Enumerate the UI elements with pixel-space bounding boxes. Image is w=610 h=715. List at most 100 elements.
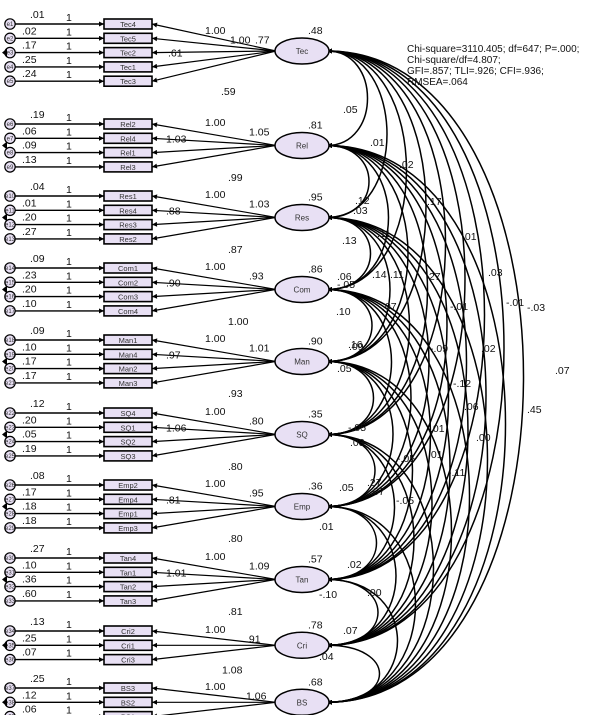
error-term-e10 — [4, 190, 16, 202]
error-term-e25 — [4, 450, 16, 462]
indicator-label: BS3 — [121, 684, 135, 693]
loading-path — [151, 505, 277, 530]
covariance-arc — [326, 642, 381, 705]
covariance-label: .11 — [377, 228, 391, 240]
error-term-label: e16 — [5, 295, 16, 301]
loading-path — [151, 216, 277, 241]
fixed-path-label: 1 — [66, 516, 72, 528]
error-term-label: e34 — [5, 629, 16, 635]
covariance-label: .06 — [464, 401, 479, 413]
loading-path — [151, 36, 277, 52]
loading-path — [151, 686, 277, 703]
loading-path — [151, 338, 277, 363]
latent-tan — [274, 565, 330, 594]
covariance-label: .17 — [427, 196, 442, 208]
covariance-label: .13 — [342, 235, 357, 247]
loading-label: .99 — [228, 172, 243, 184]
latent-variance-label: .35 — [308, 408, 323, 420]
fixed-path-label: 1 — [66, 26, 72, 38]
loading-label: 1.00 — [230, 34, 251, 46]
covariance-label: .07 — [555, 365, 570, 377]
error-variance-label: .13 — [22, 154, 37, 166]
covariance-label: .01 — [428, 449, 443, 461]
fixed-path-label: 1 — [66, 141, 72, 153]
indicator-label: Tan3 — [120, 597, 136, 606]
loading-label: 1.00 — [205, 261, 226, 273]
error-term-e32 — [4, 580, 16, 593]
error-term-e36 — [4, 653, 16, 666]
fixed-path-label: 1 — [66, 575, 72, 587]
fixed-path-label: 1 — [66, 633, 72, 645]
fit-indices: Chi-square=3110.405; df=647; P=.000; Chi… — [407, 44, 579, 88]
latent-variance-label: .78 — [308, 619, 323, 631]
covariance-label: .27 — [426, 271, 441, 283]
covariance-label: .01 — [430, 423, 445, 435]
latent-label: Man — [294, 357, 310, 366]
covariance-label: .14 — [372, 269, 387, 281]
error-variance-label: .10 — [22, 341, 37, 353]
latent-rel — [274, 131, 330, 160]
indicator-label: Emp3 — [118, 524, 138, 533]
latent-variance-label: .57 — [308, 553, 323, 565]
covariance-arc — [326, 286, 471, 705]
loading-path — [151, 208, 277, 219]
error-variance-label: .18 — [22, 515, 37, 527]
error-variance-label: .05 — [22, 429, 37, 441]
loading-label: 1.06 — [166, 422, 187, 434]
error-term-label: e23 — [5, 425, 16, 431]
covariance-arc — [326, 214, 469, 648]
covariance-arc — [326, 431, 415, 648]
loading-path — [151, 556, 277, 581]
fixed-path-label: 1 — [66, 357, 72, 369]
error-term-e39 — [4, 710, 16, 715]
error-term-label: e1 — [7, 22, 14, 28]
loading-path — [151, 352, 277, 363]
error-variance-label: .17 — [22, 356, 37, 368]
loading-label: .80 — [228, 461, 243, 473]
indicator-label: Com1 — [118, 264, 138, 273]
error-term-label: e24 — [5, 440, 16, 446]
covariance-label: -.05 — [397, 453, 415, 465]
covariance-arc — [326, 48, 369, 148]
loading-label: 1.05 — [249, 126, 270, 138]
covariance-label: -.10 — [319, 589, 337, 601]
loading-path — [151, 136, 277, 147]
fixed-path-label: 1 — [66, 285, 72, 297]
covariance-label: .00 — [476, 432, 491, 444]
error-term-e13 — [4, 233, 16, 245]
error-term-label: e2 — [7, 36, 14, 42]
loading-path — [151, 50, 277, 69]
error-variance-label: .25 — [22, 54, 37, 66]
covariance-arc — [326, 503, 417, 705]
loading-path — [151, 360, 277, 385]
indicator-label: Res3 — [119, 221, 137, 230]
indicator-label: Res2 — [119, 235, 137, 244]
covariance-label: -.05 — [337, 279, 355, 291]
indicator-label: Rel4 — [120, 134, 135, 143]
indicator-label: Man2 — [119, 365, 138, 374]
error-variance-label: .17 — [22, 370, 37, 382]
covariance-label: .04 — [319, 651, 334, 663]
error-variance-label: .27 — [22, 226, 37, 238]
covariance-arc — [326, 214, 450, 582]
loading-label: 1.00 — [205, 333, 226, 345]
covariance-label: .01 — [462, 231, 477, 243]
indicator-label: Tec1 — [120, 63, 136, 72]
error-term-label: e14 — [5, 266, 16, 272]
error-term-e8 — [4, 146, 16, 159]
error-term-label: e15 — [5, 280, 16, 286]
indicator-label: Tan4 — [120, 554, 136, 563]
error-variance-label: .25 — [30, 673, 45, 685]
covariance-arc — [326, 431, 435, 705]
error-term-e9 — [4, 161, 16, 173]
covariance-arc — [326, 142, 409, 364]
error-term-e21 — [4, 377, 16, 389]
fixed-path-label: 1 — [66, 41, 72, 53]
loading-label: .61 — [168, 48, 183, 60]
error-variance-label: .12 — [30, 398, 45, 410]
loading-path — [151, 288, 277, 313]
fixed-path-label: 1 — [66, 270, 72, 282]
